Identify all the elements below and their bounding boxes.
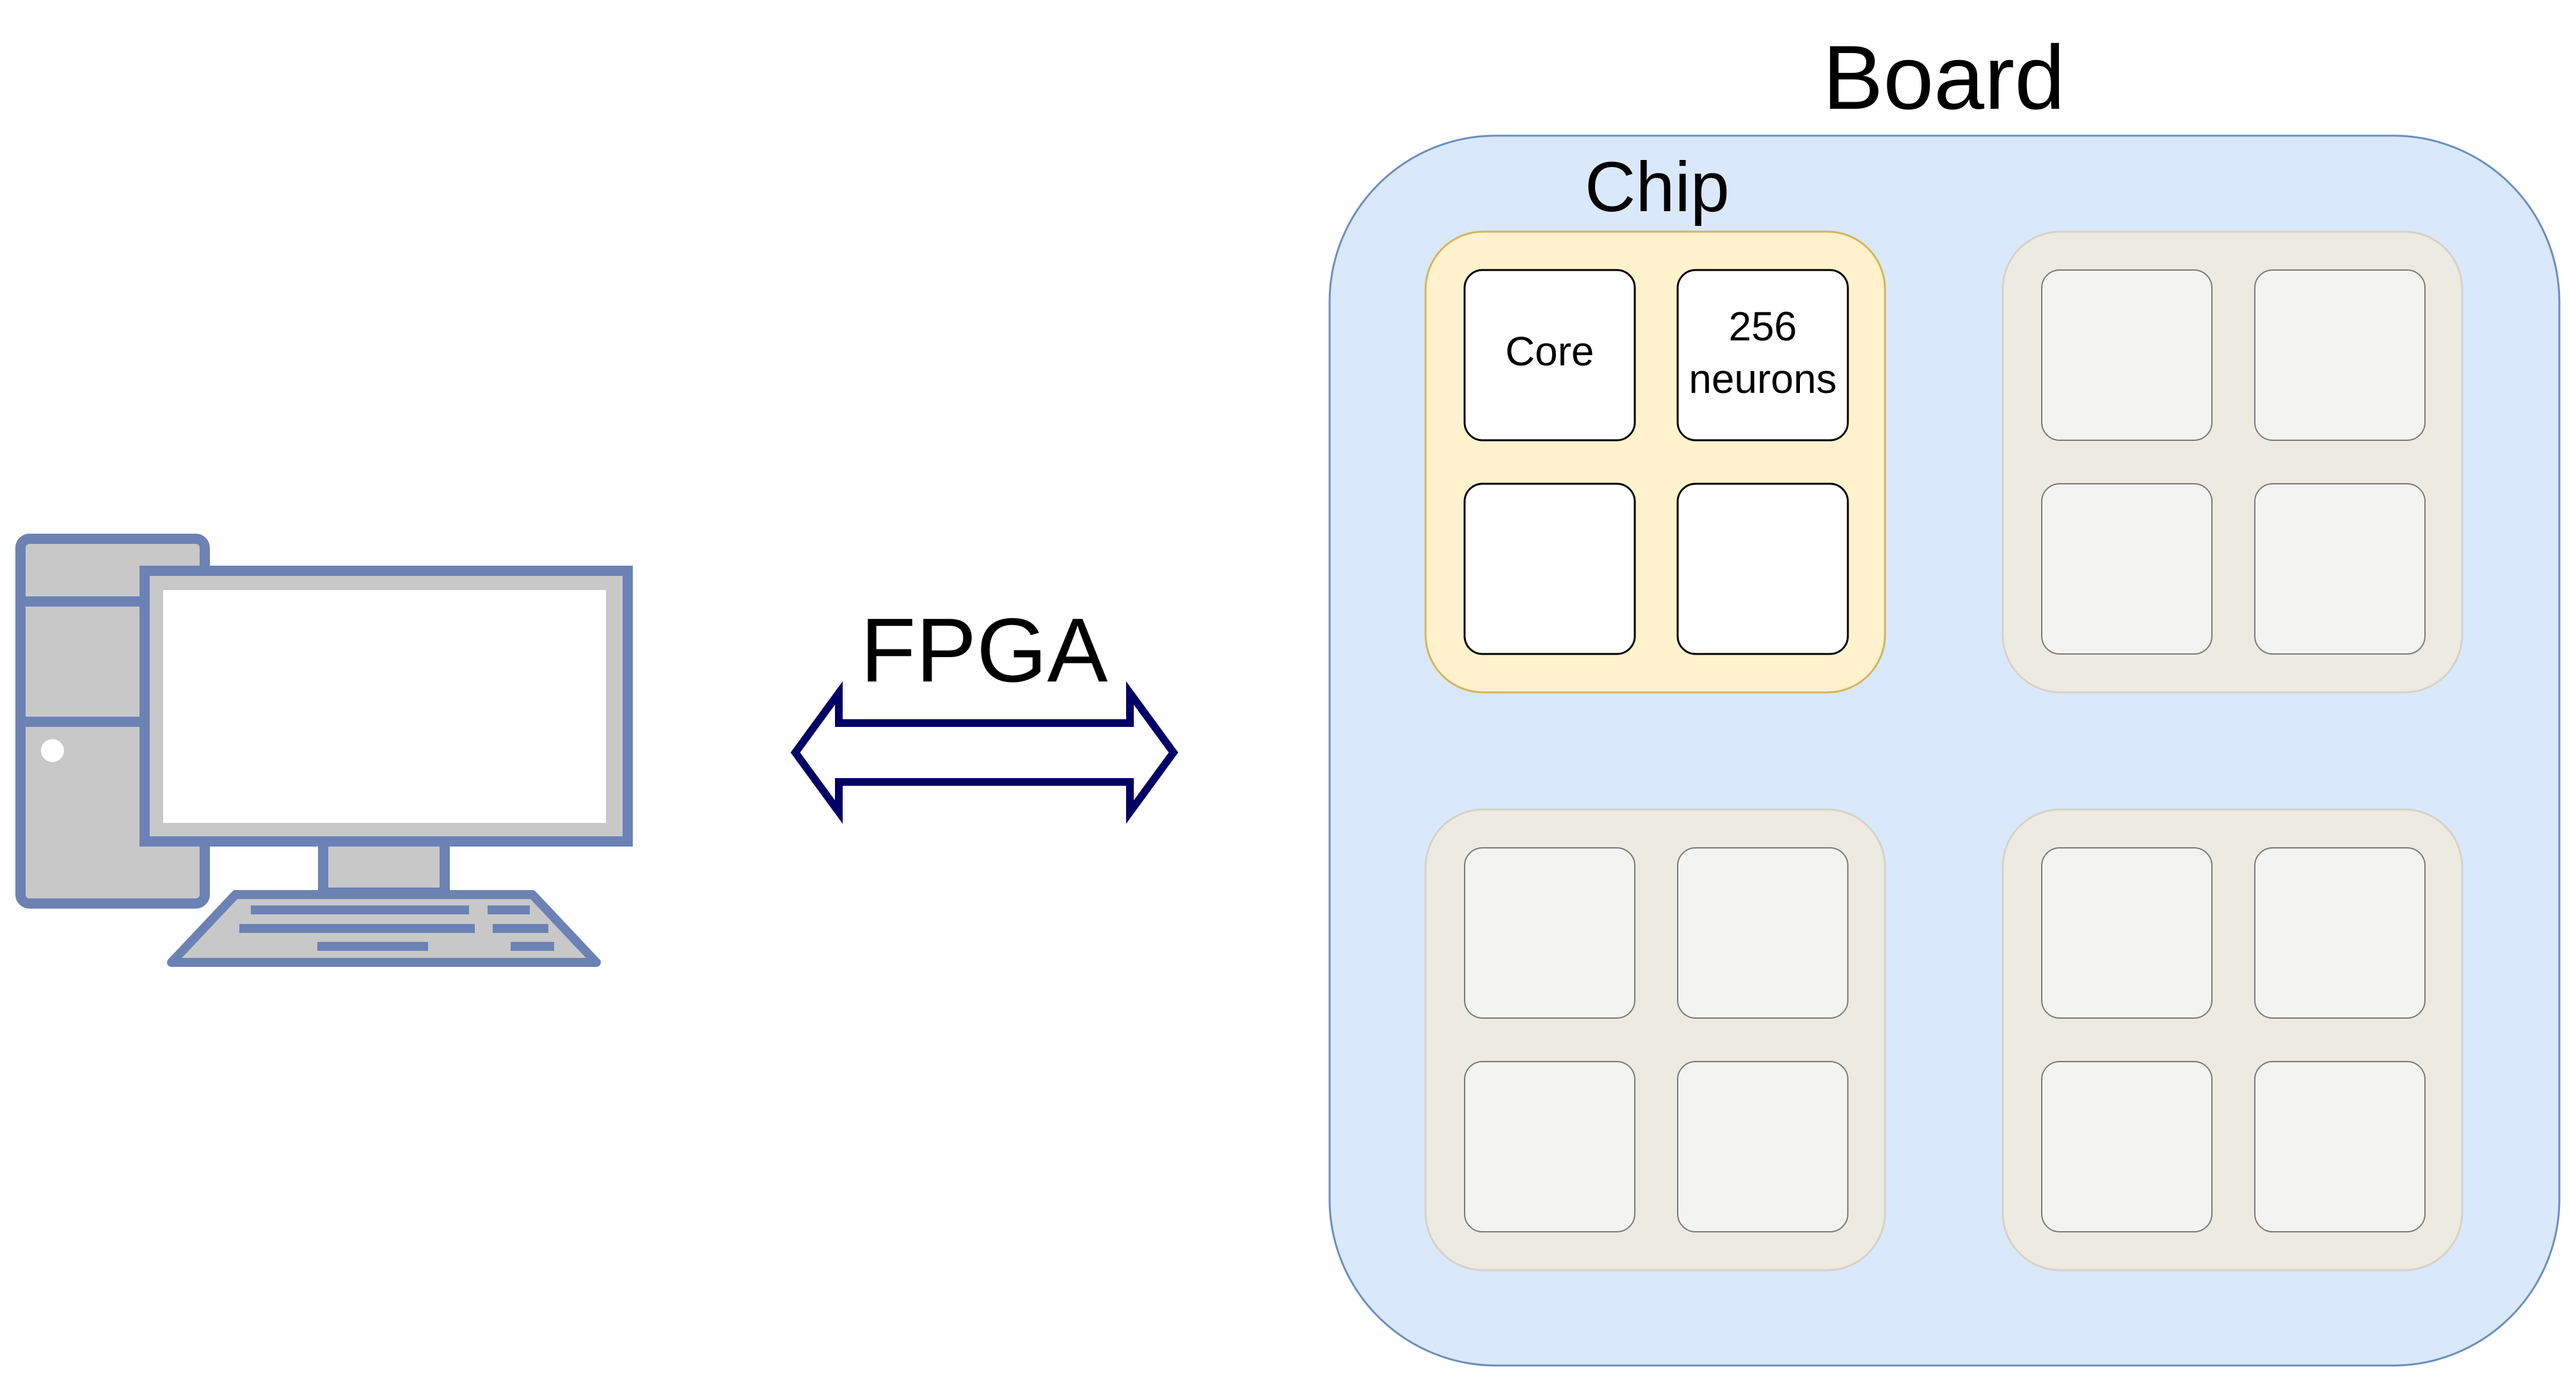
double-arrow-icon xyxy=(790,681,1179,824)
core-box xyxy=(1464,847,1635,1019)
neurons-unit-label: neurons xyxy=(1689,356,1836,402)
desktop-computer-icon xyxy=(15,534,633,967)
fpga-label: FPGA xyxy=(861,600,1108,701)
core-box xyxy=(2041,483,2213,655)
core-box-3 xyxy=(1463,482,1636,655)
power-button xyxy=(41,739,64,762)
core-box xyxy=(1677,1061,1849,1232)
core-box-1 xyxy=(1463,269,1636,442)
core-box xyxy=(2041,1061,2213,1232)
board: Board Chip Core 256 neurons xyxy=(1328,27,2561,1367)
chip-inactive-bottom-left xyxy=(1424,808,1886,1271)
core-box xyxy=(2254,847,2426,1019)
neurons-count-label: 256 xyxy=(1729,303,1797,349)
core-box-2 xyxy=(1676,269,1849,442)
monitor-screen xyxy=(163,590,606,823)
core-box xyxy=(1464,1061,1635,1232)
core-box xyxy=(2041,269,2213,441)
keyboard-keys xyxy=(239,905,554,951)
chip-inactive-top-right xyxy=(2001,230,2463,694)
core-box xyxy=(2254,483,2426,655)
core-label: Core xyxy=(1506,328,1594,374)
core-box xyxy=(2254,1061,2426,1232)
chip-inactive-bottom-right xyxy=(2001,808,2463,1271)
core-box xyxy=(2254,269,2426,441)
core-box xyxy=(2041,847,2213,1019)
fpga-link: FPGA xyxy=(790,600,1179,824)
chip-label: Chip xyxy=(1585,148,1729,227)
core-box-4 xyxy=(1676,482,1849,655)
board-label: Board xyxy=(1823,27,2065,129)
chip-active: Chip Core 256 neurons xyxy=(1424,148,1886,694)
monitor-stand xyxy=(318,836,450,898)
core-box xyxy=(1677,847,1849,1019)
